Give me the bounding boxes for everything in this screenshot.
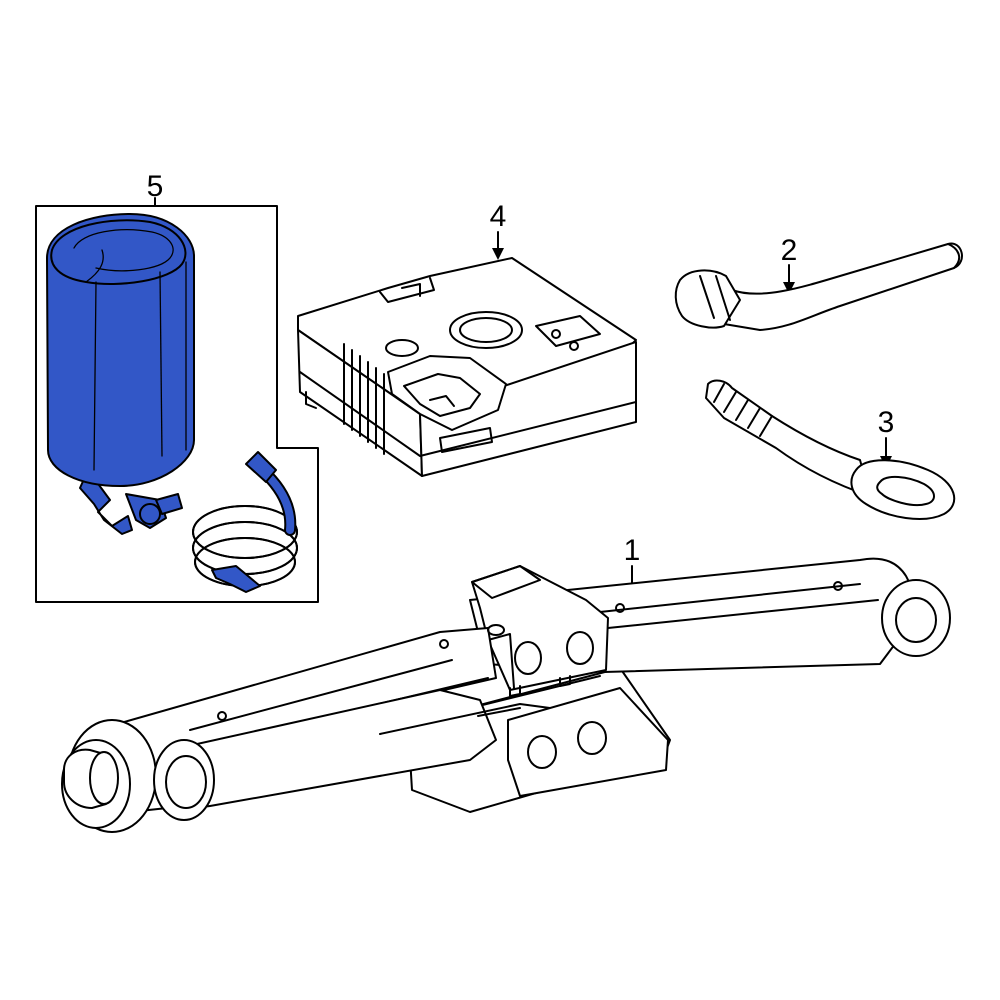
lug-wrench-group[interactable]: 2 bbox=[674, 234, 963, 331]
sealant-kit-frame bbox=[35, 205, 319, 603]
scissor-jack-icon[interactable] bbox=[61, 557, 951, 833]
sealant-kit-group[interactable]: 5 bbox=[35, 170, 319, 603]
callout-3: 3 bbox=[878, 406, 895, 439]
callout-5: 5 bbox=[147, 170, 164, 203]
lug-wrench-icon[interactable] bbox=[674, 242, 963, 331]
tow-hook-icon[interactable] bbox=[705, 379, 956, 520]
sealant-bottle-icon[interactable] bbox=[46, 213, 195, 535]
callout-4: 4 bbox=[490, 200, 507, 233]
sealant-hose-icon[interactable] bbox=[192, 451, 298, 593]
callout-2: 2 bbox=[781, 234, 798, 267]
compressor-icon[interactable] bbox=[297, 257, 637, 477]
compressor-group[interactable]: 4 bbox=[297, 200, 637, 477]
jack-group[interactable]: 1 bbox=[61, 534, 951, 833]
tow-hook-group[interactable]: 3 bbox=[705, 379, 956, 520]
callout-1: 1 bbox=[624, 534, 641, 567]
